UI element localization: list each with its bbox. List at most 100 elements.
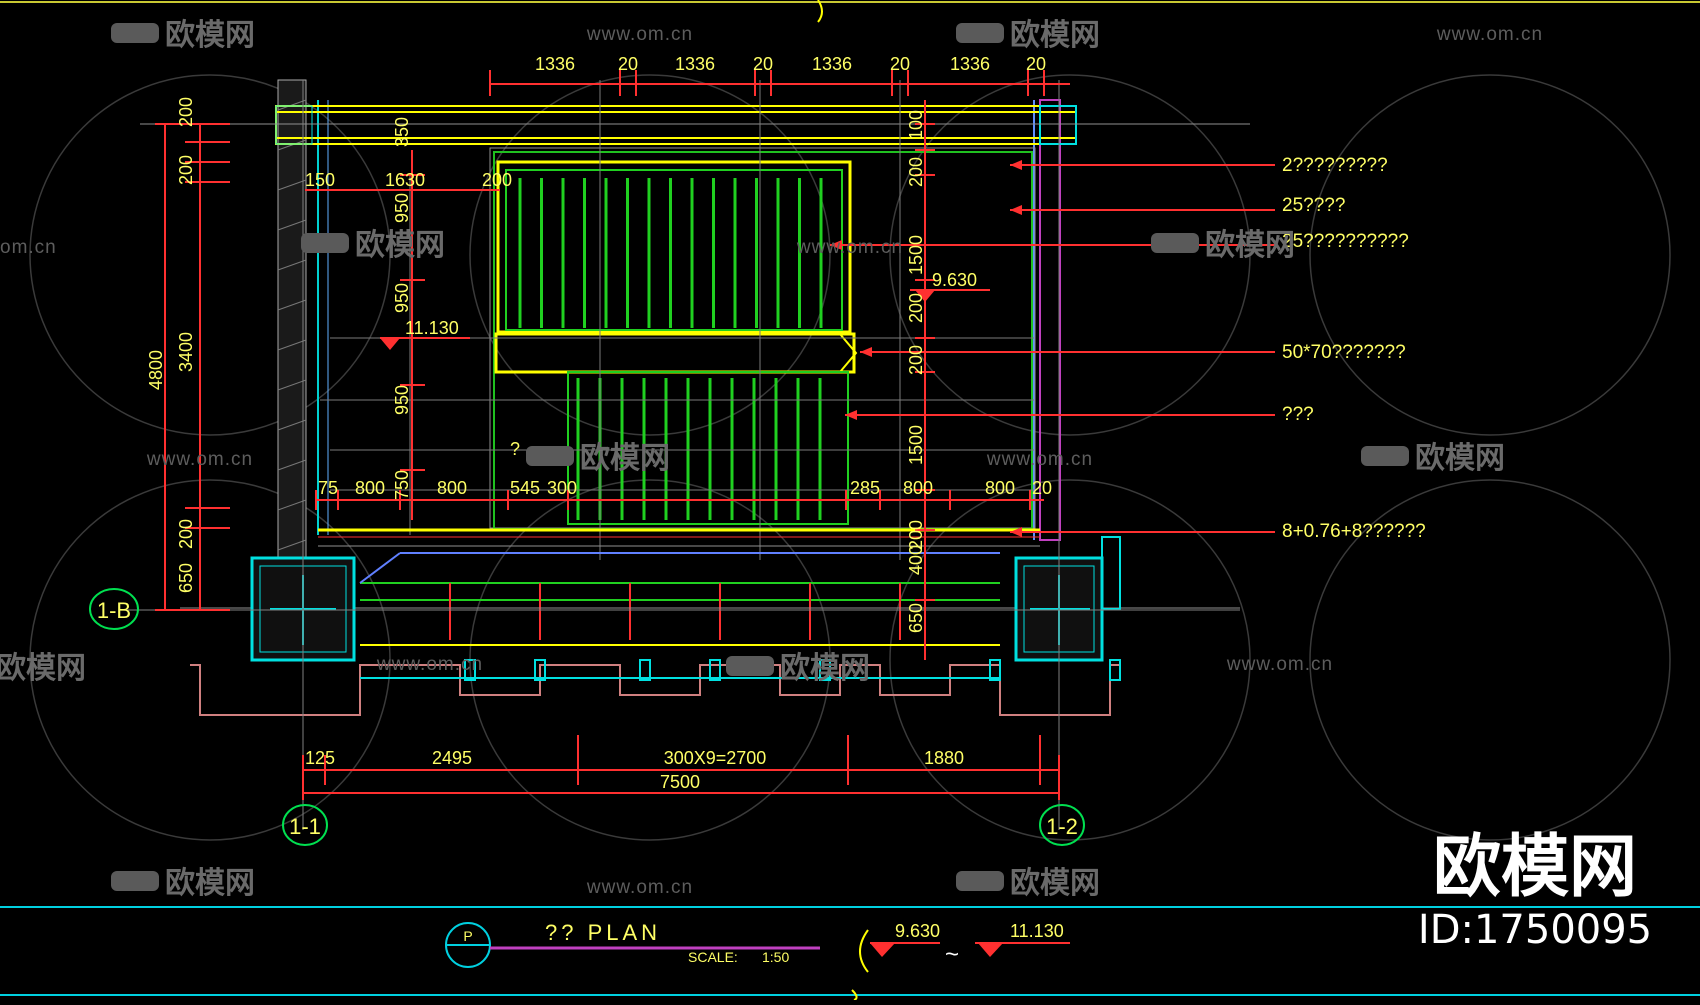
watermark-brand: 欧模网 — [111, 19, 255, 52]
annotation-note: 25?????????? — [1282, 231, 1409, 252]
watermark-url: www.om.cn — [376, 654, 483, 675]
right-vertical-dim-label: 200 — [906, 520, 926, 550]
top-dim-label: 20 — [890, 54, 910, 74]
upper-row-dimension-labels: 150 1630 200 — [305, 170, 512, 190]
inner-vertical-dim-label: 350 — [392, 117, 412, 147]
inner-vertical-dimension-labels: 350 950 950 950 750 — [392, 117, 412, 500]
right-vertical-dim-label: 1500 — [906, 235, 926, 275]
title-symbol: P — [463, 928, 472, 944]
watermark-brand-group: 欧模网欧模网欧模网欧模网欧模网欧模网欧模网欧模网欧模网 — [111, 19, 1505, 900]
drawing-title: ?? PLAN — [545, 920, 661, 945]
right-vertical-dim-label: 200 — [906, 157, 926, 187]
watermark-id: ID:1750095 — [1418, 907, 1652, 953]
svg-text:欧模网: 欧模网 — [1010, 19, 1100, 52]
upper-row-dim-label: 200 — [482, 170, 512, 190]
annotation-note: 8+0.76+8?????? — [1282, 521, 1426, 542]
watermark-brand: 欧模网 — [111, 867, 255, 900]
watermark-brand: 欧模网 — [526, 442, 670, 475]
right-vertical-dim-label: 200 — [906, 293, 926, 323]
watermark-url: www.om.cn — [586, 24, 693, 45]
upper-row-dim-label: 1630 — [385, 170, 425, 190]
lower-row-dimension-labels: 75 800 800 545 300 285 800 800 20 — [318, 478, 1052, 498]
watermark-circles — [29, 74, 1671, 841]
question-mark: ? — [510, 439, 520, 459]
title-tilde: ~ — [945, 941, 959, 968]
left-dim-label: 650 — [176, 563, 196, 593]
inner-vertical-dim-label: 950 — [392, 193, 412, 223]
watermark-brand: 欧模网 — [1361, 442, 1505, 475]
top-dim-label: 20 — [753, 54, 773, 74]
title-level-from: 9.630 — [895, 921, 940, 941]
watermark-brand: 欧模网 — [301, 229, 445, 262]
scale-value: 1:50 — [762, 949, 789, 965]
watermark-url: www.om.cn — [146, 449, 253, 470]
level-upper: 11.130 — [405, 318, 459, 338]
right-vertical-dim-label: 100 — [906, 110, 926, 140]
level-lower: 9.630 — [932, 270, 977, 290]
lower-row-dim-label: 800 — [437, 478, 467, 498]
bottom-dim-label: 2495 — [432, 748, 472, 768]
right-vertical-dim-label: 400 — [906, 545, 926, 575]
annotation-notes: 2????????? 25???? 25?????????? 50*70???????… — [1282, 155, 1426, 542]
right-vertical-dim-label: 200 — [906, 345, 926, 375]
bottom-dim-label: 300X9=2700 — [664, 748, 767, 768]
svg-text:欧模网: 欧模网 — [580, 442, 670, 475]
axis-label-1-1: 1-1 — [289, 814, 321, 839]
watermark-url: www.om.cn — [1436, 24, 1543, 45]
inner-vertical-dim-label: 950 — [392, 283, 412, 313]
svg-text:欧模网: 欧模网 — [165, 19, 255, 52]
lower-row-dim-label: 285 — [850, 478, 880, 498]
right-vertical-dim-label: 1500 — [906, 425, 926, 465]
svg-text:欧模网: 欧模网 — [355, 229, 445, 262]
annotation-note: ??? — [1282, 404, 1314, 425]
upper-row-dim-label: 150 — [305, 170, 335, 190]
annotation-note: 50*70??????? — [1282, 342, 1406, 363]
title-level-to: 11.130 — [1010, 921, 1064, 941]
top-dim-label: 1336 — [675, 54, 715, 74]
bottom-dim-label: 125 — [305, 748, 335, 768]
left-dim-label: 3400 — [176, 332, 196, 372]
lower-row-dim-label: 800 — [903, 478, 933, 498]
lower-row-dim-label: 75 — [318, 478, 338, 498]
left-dimension-labels: 200 200 3400 200 650 — [176, 97, 196, 593]
watermark-url-group: www.om.cn www.om.cn www.om.cn www.om.cn www.… — [146, 24, 1543, 898]
top-dim-label: 20 — [618, 54, 638, 74]
lower-row-dim-label: 800 — [355, 478, 385, 498]
svg-text:欧模网: 欧模网 — [1205, 229, 1295, 262]
inner-vertical-dim-label: 750 — [392, 470, 412, 500]
left-dim-label: 200 — [176, 519, 196, 549]
left-dim-label: 200 — [176, 97, 196, 127]
watermark-url: www.om.cn — [586, 877, 693, 898]
svg-text:欧模网: 欧模网 — [780, 652, 870, 685]
watermark-url-partial: om.cn — [0, 237, 57, 258]
watermark-brand-partial: 欧模网 — [0, 652, 86, 685]
annotation-note: 2????????? — [1282, 155, 1388, 176]
lower-row-dim-label: 20 — [1032, 478, 1052, 498]
dim-overall-height: 4800 — [146, 350, 166, 390]
watermark-brand: 欧模网 — [956, 19, 1100, 52]
top-dim-label: 1336 — [812, 54, 852, 74]
axis-label-1-2: 1-2 — [1046, 814, 1078, 839]
watermark-url: www.om.cn — [986, 449, 1093, 470]
watermark-brand: 欧模网 — [726, 652, 870, 685]
watermark-brand: 欧模网 — [1151, 229, 1295, 262]
svg-text:欧模网: 欧模网 — [1010, 867, 1100, 900]
lower-row-dim-label: 300 — [547, 478, 577, 498]
right-vertical-dim-label: 650 — [906, 603, 926, 633]
watermark-url: www.om.cn — [1226, 654, 1333, 675]
axis-label-1b: 1-B — [97, 598, 131, 623]
top-dim-label: 20 — [1026, 54, 1046, 74]
inner-vertical-dim-label: 950 — [392, 385, 412, 415]
watermark-brand-large: 欧模网 — [1433, 828, 1637, 907]
bottom-dim-label: 1880 — [924, 748, 964, 768]
top-dim-label: 1336 — [950, 54, 990, 74]
scale-label: SCALE: — [688, 949, 738, 965]
lower-row-dim-label: 800 — [985, 478, 1015, 498]
left-dim-label: 200 — [176, 155, 196, 185]
annotation-note: 25???? — [1282, 195, 1345, 216]
lower-row-dim-label: 545 — [510, 478, 540, 498]
